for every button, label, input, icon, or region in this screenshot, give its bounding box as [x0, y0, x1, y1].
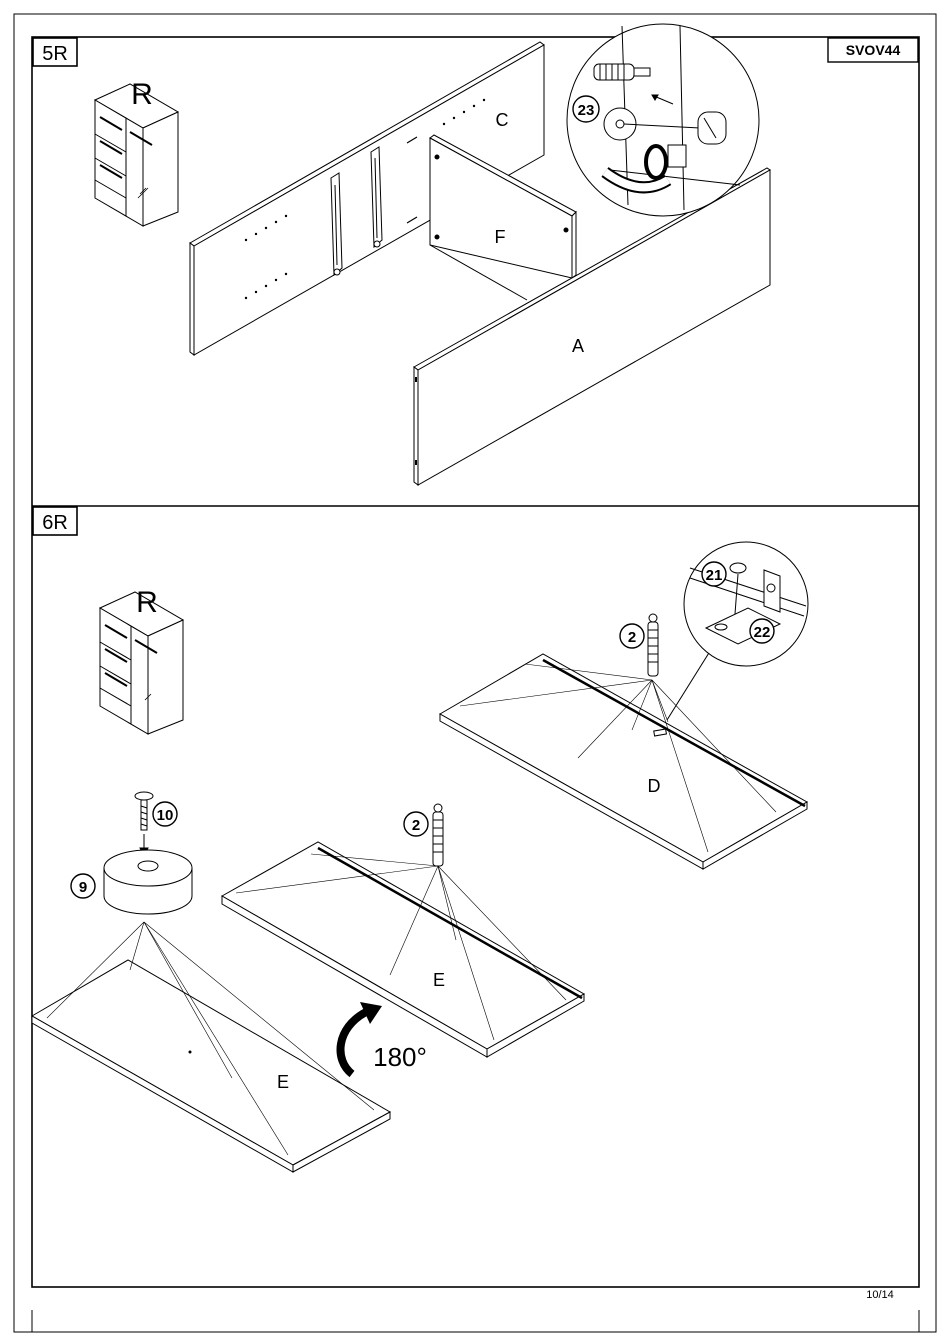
panel-e-upper-label: E [433, 970, 445, 990]
part-21-label: 21 [706, 567, 723, 584]
document-code-text: SVOV44 [846, 42, 901, 58]
panel-e-lower [32, 960, 390, 1172]
side-marker-6: R [136, 586, 158, 619]
dowel-d-icon [648, 614, 658, 676]
panel-d [440, 654, 807, 869]
panel-e-upper [222, 842, 584, 1057]
part-10-label: 10 [157, 807, 174, 824]
page-number: 10/14 [866, 1289, 894, 1301]
panel-f-label: F [495, 227, 506, 247]
bracket-detail-callout [667, 542, 808, 720]
dowel-e-icon [433, 804, 443, 866]
part-2-badge-d: 2 [620, 624, 644, 648]
step-6-label: 6R [42, 512, 68, 534]
part-2-badge-e: 2 [404, 812, 428, 836]
step-5-label: 5R [42, 43, 68, 65]
rotation-label: 180° [373, 1042, 427, 1072]
panel-c-label: C [496, 110, 509, 130]
foot-9-icon [104, 850, 192, 914]
step-5-section: 5R R C [33, 24, 770, 485]
part-9-label: 9 [79, 879, 87, 896]
panel-e-lower-label: E [277, 1072, 289, 1092]
step-6-section: 6R R [32, 507, 808, 1172]
side-marker-5: R [131, 78, 153, 111]
part-10-badge: 10 [153, 802, 177, 826]
document-code: SVOV44 [828, 38, 918, 62]
panel-d-label: D [648, 776, 661, 796]
screw-10-icon [135, 792, 153, 856]
part-2-label-e: 2 [412, 817, 420, 834]
cam-detail-callout [567, 24, 759, 216]
part-2-label-d: 2 [628, 629, 636, 646]
part-22-label: 22 [754, 624, 771, 641]
panel-a-label: A [572, 336, 584, 356]
part-23-badge: 23 [573, 96, 599, 122]
part-22-badge: 22 [750, 619, 774, 643]
part-21-badge: 21 [702, 562, 726, 586]
part-9-badge: 9 [71, 874, 95, 898]
part-23-label: 23 [578, 102, 595, 119]
